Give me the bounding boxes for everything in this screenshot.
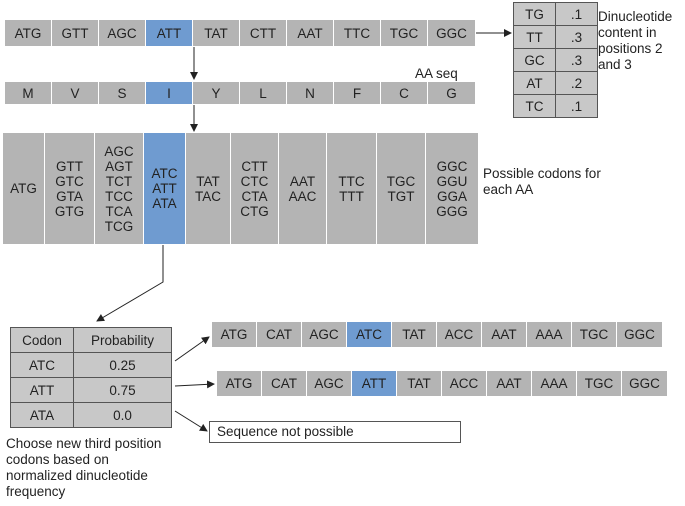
codon-cell: ACC bbox=[442, 371, 487, 396]
aa-cell: L bbox=[240, 82, 287, 104]
codon-options-cell: AAT AAC bbox=[279, 133, 327, 244]
codon-cell: AAA bbox=[527, 322, 572, 347]
codon-options-cell: TAT TAC bbox=[186, 133, 231, 244]
aa-cell: F bbox=[334, 82, 381, 104]
table-row: ATA 0.0 bbox=[10, 402, 172, 428]
codon-cell: TAT bbox=[392, 322, 437, 347]
aa-cell: S bbox=[99, 82, 146, 104]
codon-value: ATC bbox=[10, 352, 74, 378]
codon-cell: AGC bbox=[302, 322, 347, 347]
codon-cell: GTT bbox=[52, 20, 99, 46]
codon-cell: TTC bbox=[334, 20, 381, 46]
codon-options-cell: GTT GTC GTA GTG bbox=[45, 133, 95, 244]
codon-cell: GGC bbox=[617, 322, 662, 347]
probability-table: Codon Probability ATC 0.25 ATT 0.75 ATA … bbox=[10, 327, 172, 428]
codon-cell-highlighted: ATT bbox=[352, 371, 397, 396]
codon-cell: AAT bbox=[487, 371, 532, 396]
probability-value: 0.0 bbox=[73, 402, 172, 428]
codon-cell: AAT bbox=[287, 20, 334, 46]
aa-cell: V bbox=[52, 82, 99, 104]
aa-cell: C bbox=[381, 82, 428, 104]
codon-value: ATA bbox=[10, 402, 74, 428]
table-row: AT.2 bbox=[513, 71, 598, 95]
codon-cell: TGC bbox=[381, 20, 428, 46]
aa-cell: Y bbox=[193, 82, 240, 104]
codon-cell: AAA bbox=[532, 371, 577, 396]
codon-options-cell: TGC TGT bbox=[377, 133, 426, 244]
dinucleotide-value: .2 bbox=[555, 71, 598, 95]
codon-cell: TGC bbox=[577, 371, 622, 396]
dinucleotide-value: .3 bbox=[555, 48, 598, 72]
arrow-to-result-2 bbox=[174, 380, 215, 389]
table-row: GC.3 bbox=[513, 48, 598, 72]
dinucleotide-pair: AT bbox=[513, 71, 556, 95]
arrow-to-not-possible bbox=[174, 410, 208, 432]
codon-options-cell: TTC TTT bbox=[327, 133, 377, 244]
possible-codons-label: Possible codons for each AA bbox=[483, 166, 601, 197]
aa-cell: N bbox=[287, 82, 334, 104]
dinucleotide-value: .3 bbox=[555, 25, 598, 49]
codon-cell: AGC bbox=[99, 20, 146, 46]
codon-options-cell: AGC AGT TCT TCC TCA TCG bbox=[95, 133, 144, 244]
codon-cell: TAT bbox=[193, 20, 240, 46]
dinucleotide-value: .1 bbox=[555, 94, 598, 118]
codon-cell: ACC bbox=[437, 322, 482, 347]
dinucleotide-label: Dinucleotide content in positions 2 and … bbox=[598, 9, 673, 72]
dinucleotide-pair: GC bbox=[513, 48, 556, 72]
codon-cell: CAT bbox=[262, 371, 307, 396]
codon-cell: GGC bbox=[428, 20, 475, 46]
table-row: ATC 0.25 bbox=[10, 352, 172, 378]
arrow-to-probability-table bbox=[96, 245, 164, 322]
codon-cell: TAT bbox=[397, 371, 442, 396]
codon-cell: AAT bbox=[482, 322, 527, 347]
result-sequence-2: ATG CAT AGC ATT TAT ACC AAT AAA TGC GGC bbox=[217, 371, 667, 396]
possible-codons-row: ATG GTT GTC GTA GTG AGC AGT TCT TCC TCA … bbox=[3, 133, 478, 244]
codon-cell-highlighted: ATT bbox=[146, 20, 193, 46]
choose-label: Choose new third position codons based o… bbox=[6, 436, 162, 499]
codon-options-cell-highlighted: ATC ATT ATA bbox=[144, 133, 186, 244]
table-row: TT.3 bbox=[513, 25, 598, 49]
amino-acid-row: M V S I Y L N F C G bbox=[5, 82, 475, 104]
aa-cell: M bbox=[5, 82, 52, 104]
table-row: TC.1 bbox=[513, 94, 598, 118]
codon-options-cell: CTT CTC CTA CTG bbox=[231, 133, 279, 244]
codon-value: ATT bbox=[10, 377, 74, 403]
codon-cell-highlighted: ATC bbox=[347, 322, 392, 347]
aa-cell-highlighted: I bbox=[146, 82, 193, 104]
aa-cell: G bbox=[428, 82, 475, 104]
codon-cell: AGC bbox=[307, 371, 352, 396]
table-row: TG.1 bbox=[513, 2, 598, 26]
aa-seq-label: AA seq bbox=[415, 66, 458, 81]
probability-value: 0.25 bbox=[73, 352, 172, 378]
codon-options-cell: ATG bbox=[3, 133, 45, 244]
result-sequence-1: ATG CAT AGC ATC TAT ACC AAT AAA TGC GGC bbox=[212, 322, 662, 347]
codon-cell: ATG bbox=[217, 371, 262, 396]
codon-cell: TGC bbox=[572, 322, 617, 347]
dinucleotide-pair: TC bbox=[513, 94, 556, 118]
dinucleotide-pair: TT bbox=[513, 25, 556, 49]
column-header: Codon bbox=[10, 327, 74, 353]
codon-cell: CTT bbox=[240, 20, 287, 46]
codon-options-cell: GGC GGU GGA GGG bbox=[426, 133, 478, 244]
table-row: ATT 0.75 bbox=[10, 377, 172, 403]
codon-cell: GGC bbox=[622, 371, 667, 396]
sequence-not-possible-box: Sequence not possible bbox=[209, 421, 461, 443]
codon-cell: ATG bbox=[212, 322, 257, 347]
codon-cell: CAT bbox=[257, 322, 302, 347]
codon-cell: ATG bbox=[5, 20, 52, 46]
original-codon-row: ATG GTT AGC ATT TAT CTT AAT TTC TGC GGC bbox=[5, 20, 475, 46]
dinucleotide-table: TG.1 TT.3 GC.3 AT.2 TC.1 bbox=[513, 2, 598, 118]
probability-value: 0.75 bbox=[73, 377, 172, 403]
arrow-to-result-1 bbox=[174, 336, 210, 362]
